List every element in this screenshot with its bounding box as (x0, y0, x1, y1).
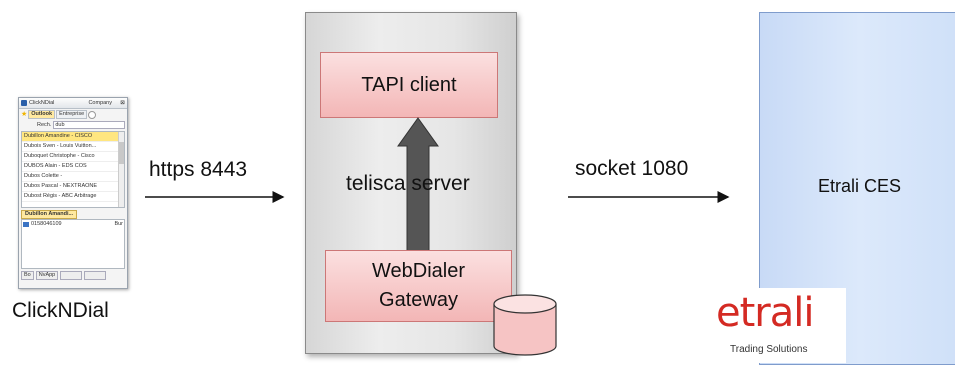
gateway-to-tapi-arrow (397, 117, 439, 254)
contact-row[interactable]: Dubillon Amandine - CISCO (22, 132, 118, 142)
contact-row[interactable]: Duboquet Christophe - Cisco (22, 152, 118, 162)
etrali-logo: etrali Trading Solutions (700, 288, 846, 363)
etrali-ces-label: Etrali CES (818, 176, 902, 196)
logo-wordmark: etrali (716, 290, 814, 336)
app-icon (21, 100, 27, 106)
empty-button[interactable] (60, 271, 83, 280)
company-label: Company (88, 100, 112, 106)
database-icon (493, 294, 557, 356)
phone-icon (23, 221, 29, 227)
close-icon[interactable]: ⊠ (120, 100, 125, 106)
clickndial-search: Rech. dub (19, 120, 127, 130)
selected-contact-tab[interactable]: Dubillon Amandi... (21, 210, 78, 219)
contact-row[interactable]: Dubois Sven - Louis Vuitton... (22, 142, 118, 152)
contact-row[interactable]: Dubos Colette - (22, 172, 118, 182)
bo-button[interactable]: Bo (21, 271, 34, 280)
phone-entry[interactable]: 0158046109 Bur (23, 221, 123, 227)
contact-row[interactable]: Dubost Régis - ABC Arbitrage (22, 192, 118, 202)
socket-arrow-label: socket 1080 (575, 157, 689, 180)
phone-number: 0158046109 (31, 221, 62, 227)
tapi-client-box: TAPI client (320, 52, 498, 118)
webdialer-gateway-box: WebDialer Gateway (325, 250, 512, 322)
logo-tagline: Trading Solutions (730, 344, 808, 355)
clickndial-tabs: ★ Outlook Entreprise (19, 109, 127, 120)
tab-entreprise[interactable]: Entreprise (56, 110, 88, 119)
search-label: Rech. (37, 122, 52, 128)
telisca-server-label: telisca server (346, 172, 470, 195)
detail-tab: Dubillon Amandi... (21, 210, 125, 219)
contact-row[interactable]: DUBOS Alain - EDS COS (22, 162, 118, 172)
empty-button[interactable] (84, 271, 107, 280)
list-scrollbar[interactable] (118, 132, 124, 207)
phone-type: Bur (114, 221, 123, 227)
contact-list: Dubillon Amandine - CISCO Dubois Sven - … (21, 131, 125, 208)
clickndial-window: ClickNDial Company ⊠ ★ Outlook Entrepris… (18, 97, 128, 289)
star-icon: ★ (21, 111, 28, 118)
tab-outlook[interactable]: Outlook (28, 110, 56, 119)
clickndial-bottom-bar: Bo NvApp (21, 271, 125, 280)
contact-detail: 0158046109 Bur (21, 219, 125, 269)
refresh-icon[interactable] (88, 110, 97, 119)
clickndial-window-title: ClickNDial (29, 100, 55, 106)
gateway-line-2: Gateway (379, 289, 458, 311)
gateway-line-1: WebDialer (372, 260, 465, 282)
search-input[interactable]: dub (53, 121, 125, 129)
https-arrow-label: https 8443 (149, 158, 248, 181)
clickndial-label: ClickNDial (12, 299, 109, 322)
contact-row[interactable]: Dubos Pascal - NEXTRAONE (22, 182, 118, 192)
scrollbar-thumb[interactable] (119, 142, 124, 164)
clickndial-titlebar: ClickNDial Company ⊠ (19, 98, 127, 109)
nvapp-button[interactable]: NvApp (35, 271, 59, 280)
